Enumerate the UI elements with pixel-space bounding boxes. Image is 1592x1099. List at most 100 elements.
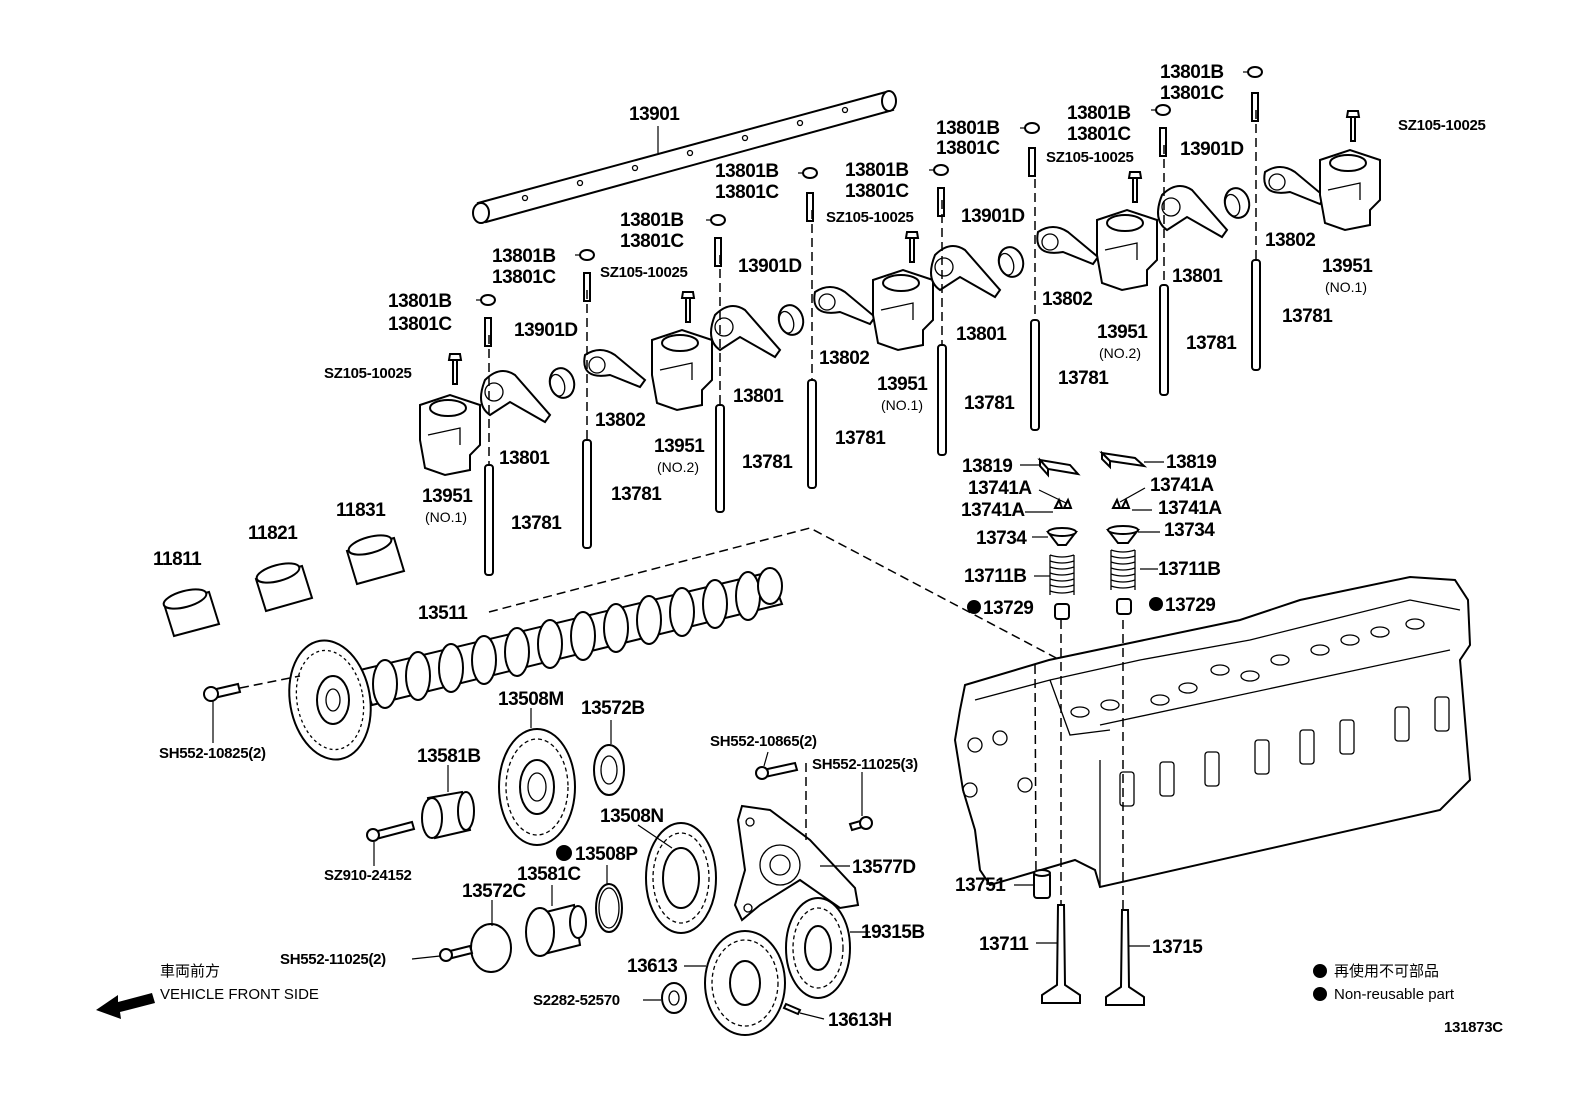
gear-13613 [704,930,786,1036]
head-hole [962,782,978,798]
bolt-shank [1132,177,1138,203]
label-13901D: 13901D [961,206,1025,227]
non-reusable-marker [556,845,572,861]
valve-stem-seal-13729-left [1054,603,1070,620]
gear-13508N [645,822,717,934]
bolt-head [447,353,463,361]
cam-lobe [471,635,497,685]
head-port [1254,739,1270,775]
rocker-support-bore [1329,154,1367,172]
label-13613H: 13613H [828,1010,892,1031]
rocker-arm-2 [1036,226,1100,266]
label-13781: 13781 [1058,368,1109,389]
label-13734: 13734 [976,528,1027,549]
rocker-shaft-13901 [472,90,897,224]
rocker-arm-2-bore [1041,233,1059,251]
valve-bridge-13819-right [1099,450,1148,470]
label-13741A: 13741A [1158,498,1222,519]
adjusting-screw [1251,92,1259,122]
intake-valve-13711 [1041,904,1081,1004]
head-hole [1270,654,1290,666]
label-13572C: 13572C [462,881,526,902]
label-11821: 11821 [248,523,298,544]
rocker-arm [710,305,782,359]
label-13781: 13781 [511,513,562,534]
camshaft-bushing-11821 [254,562,314,613]
label-13801B: 13801B [388,291,452,312]
label-no1: (NO.1) [425,509,467,525]
rocker-support-detail [1327,182,1361,200]
label-13801C: 13801C [1160,83,1224,104]
bolt-sz910-24152 [366,820,416,842]
label-19315B: 19315B [861,922,925,943]
label-13577D: 13577D [852,857,916,878]
bolt-head [680,291,696,299]
rocker-bushing-bore [778,310,795,334]
label-no1: (NO.1) [881,397,923,413]
label-sz105: SZ105-10025 [826,209,914,226]
head-hole [1100,699,1120,711]
label-13508M: 13508M [498,689,564,710]
cam-lobe [537,619,563,669]
cylinder-head [953,575,1472,889]
rocker-arm-2-bore [588,356,606,374]
cam-lobe [636,595,662,645]
rocker-bushing-bore [998,252,1015,276]
rocker-support-bore [661,334,699,352]
bolt-head [1127,171,1143,179]
label-13801: 13801 [733,386,784,407]
part-s2282-52570 [661,982,687,1014]
camshaft-bushing-11811 [162,588,221,638]
label-13781: 13781 [1186,333,1237,354]
rocker-support [872,268,934,352]
cam-lobe [735,571,761,621]
label-13801C: 13801C [936,138,1000,159]
adjusting-nut [1024,122,1040,134]
label-13781: 13781 [835,428,886,449]
valve-bridge-13819-left [1037,457,1081,478]
adjusting-nut [579,249,595,261]
gear-19315B [785,897,851,999]
label-13802: 13802 [819,348,869,369]
label-sz105: SZ105-10025 [600,264,688,281]
valve-stem-seal-13729-right [1116,598,1132,615]
label-no2: (NO.2) [1099,345,1141,361]
label-13781: 13781 [964,393,1015,414]
head-hole [1240,670,1260,682]
vehicle-front-label: VEHICLE FRONT SIDE [160,986,319,1003]
label-13741A: 13741A [968,478,1032,499]
adjusting-screw [714,237,722,267]
label-sh552-11025-3: SH552-11025(3) [812,756,918,773]
head-hole [1017,777,1033,793]
label-13508N: 13508N [600,806,664,827]
head-hole [1405,618,1425,630]
label-13613: 13613 [627,956,677,977]
camshaft-bushing-11831 [345,534,406,586]
label-13729: 13729 [1165,595,1215,616]
rocker-arm-2 [813,286,877,326]
label-13572B: 13572B [581,698,645,719]
shaft-13581C [525,903,587,957]
label-s2282: S2282-52570 [533,992,620,1009]
bolt-shank [452,359,458,385]
part-number-labels: 13901 13801B 13801C 13801B 13801C 13801B… [153,62,1504,1036]
non-reusable-marker [967,600,981,614]
label-13801B: 13801B [1067,103,1131,124]
rocker-support [419,393,481,477]
cam-lobe [372,659,398,709]
label-13801C: 13801C [388,314,452,335]
label-13711: 13711 [979,934,1029,955]
label-13819: 13819 [1166,452,1216,473]
label-13802: 13802 [595,410,645,431]
label-13734: 13734 [1164,520,1215,541]
label-13802: 13802 [1042,289,1092,310]
head-hole [1070,706,1090,718]
vehicle-front-label-jp: 車両前方 [160,963,220,980]
spring-retainer-13734-left [1045,527,1079,546]
valve-keepers-right [1111,497,1131,509]
label-sz910: SZ910-24152 [324,867,412,884]
rocker-arm-2 [583,349,647,389]
head-hole [1340,634,1360,646]
label-13801B: 13801B [492,246,556,267]
cam-lobe [702,579,728,629]
